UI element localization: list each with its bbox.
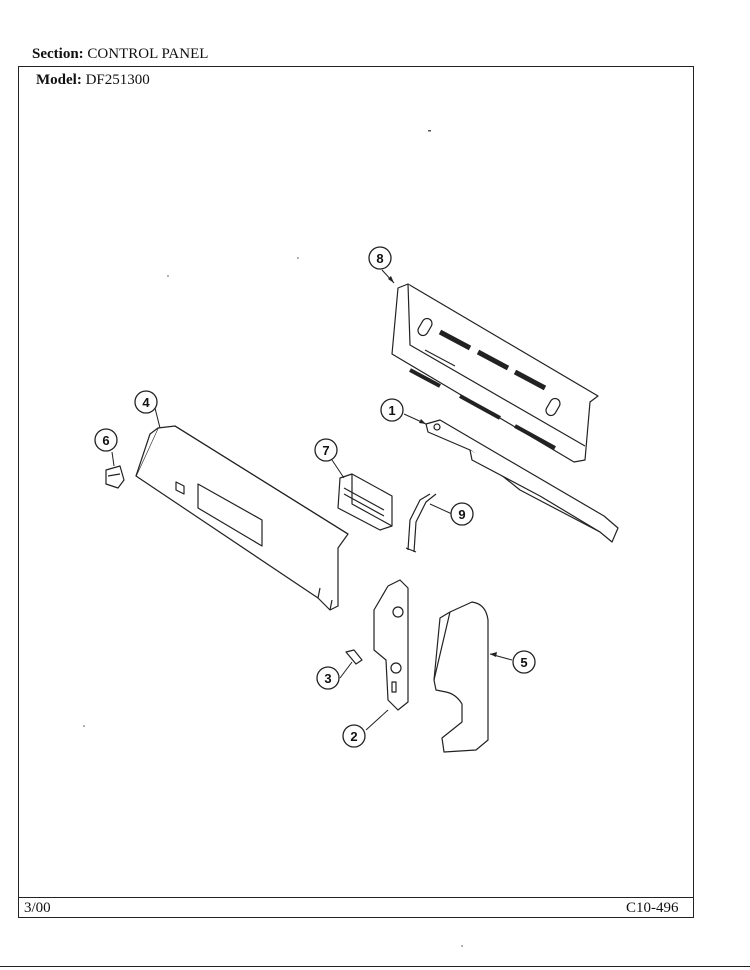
diagram-frame	[18, 66, 694, 918]
callout-6: 6	[94, 428, 118, 452]
callout-1: 1	[380, 398, 404, 422]
svg-text:9: 9	[458, 507, 465, 522]
svg-text:8: 8	[376, 251, 383, 266]
diagram-code: C10-496	[626, 900, 679, 916]
part-5-end-cap	[433, 601, 489, 753]
callout-2: 2	[342, 724, 366, 748]
part-1-bracket-strip	[425, 419, 619, 543]
part-2-side-plate	[373, 579, 409, 711]
section-value: CONTROL PANEL	[87, 46, 209, 62]
section-header: Section: CONTROL PANEL	[32, 46, 208, 63]
part-8-rear-bracket	[391, 283, 599, 463]
svg-text:2: 2	[350, 729, 357, 744]
model-label: Model:	[36, 72, 82, 88]
callout-5: 5	[512, 650, 536, 674]
svg-text:3: 3	[324, 671, 331, 686]
callout-4: 4	[134, 390, 158, 414]
section-label: Section:	[32, 46, 84, 62]
part-6-clip	[105, 465, 125, 489]
svg-text:4: 4	[142, 395, 150, 410]
part-7-control-module	[337, 473, 393, 531]
model-value: DF251300	[85, 72, 150, 88]
callout-3: 3	[316, 666, 340, 690]
part-4-control-panel-housing	[135, 425, 349, 611]
model-header: Model: DF251300	[36, 72, 150, 89]
callout-9: 9	[450, 502, 474, 526]
svg-text:1: 1	[388, 403, 395, 418]
part-9-retainer	[405, 493, 437, 553]
callout-8: 8	[368, 246, 392, 270]
part-3-screw	[345, 649, 363, 665]
svg-text:5: 5	[520, 655, 527, 670]
revision-date: 3/00	[24, 900, 51, 916]
svg-text:7: 7	[322, 443, 329, 458]
page-bottom-rule	[0, 966, 750, 967]
svg-text:6: 6	[102, 433, 109, 448]
footer-rule	[18, 897, 694, 898]
callout-7: 7	[314, 438, 338, 462]
